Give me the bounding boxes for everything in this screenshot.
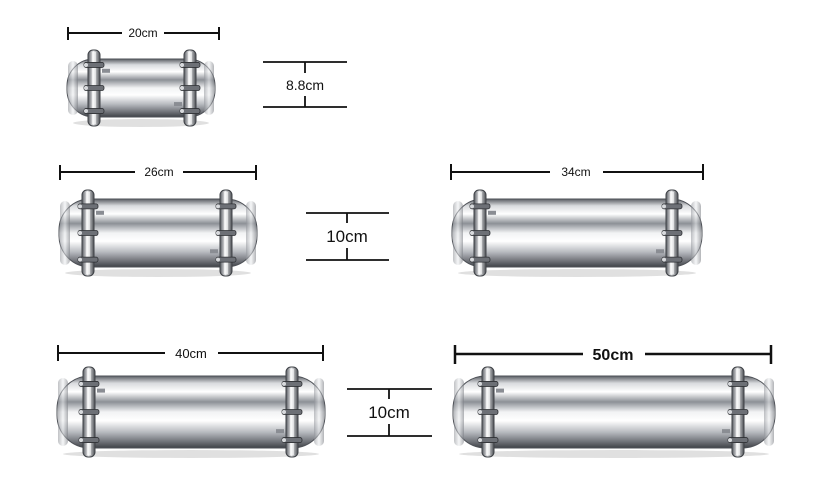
fitting [488,210,496,215]
housing-body [452,375,776,449]
length-dimension-40cm [57,345,324,361]
housing-shadow [65,269,251,277]
diameter-dimension-10cm-row2 [306,212,389,261]
bolt-head [282,381,286,386]
housing-shadow [63,450,319,458]
housing-end-cap [58,378,68,446]
bolt-head [662,204,666,209]
fitting [210,249,218,254]
diameter-label-8-8cm: 8.8cm [286,77,324,93]
bolt-head [728,410,732,414]
housing-end-cap [204,61,214,115]
bolt-head [478,438,482,443]
housing-50cm [452,366,776,458]
bolt-head [180,109,184,114]
bolt-head [180,62,184,67]
housing-end-cap [60,201,70,265]
length-label-50cm: 50cm [593,347,634,364]
housing-end-cap [454,378,464,446]
bolt-head [662,257,666,262]
fitting [102,68,110,73]
bolt-head [728,381,732,386]
length-dimension-34cm [450,164,704,180]
housing-end-cap [691,201,701,265]
bolt-head [216,204,220,209]
bolt-head [216,231,220,235]
fitting [174,102,182,107]
housing-34cm [451,189,703,277]
bolt-head [79,410,83,414]
housing-26cm [58,189,258,277]
housing-shadow [458,269,696,277]
housing-shadow [459,450,769,458]
housing-end-cap [764,378,774,446]
bolt-head [84,62,88,67]
housing-end-cap [453,201,463,265]
housing-end-cap [314,378,324,446]
bolt-head [79,381,83,386]
housing-body [58,198,258,268]
housing-body [451,198,703,268]
bolt-head [180,86,184,90]
length-label-34cm: 34cm [561,165,590,179]
fitting [97,388,105,393]
length-dimension-26cm [59,165,257,180]
bolt-head [470,204,474,209]
length-label-40cm: 40cm [175,346,207,361]
fitting [276,429,284,434]
fitting [722,429,730,434]
housing-20cm [66,49,216,127]
bolt-head [478,410,482,414]
bolt-head [79,438,83,443]
bolt-head [78,231,82,235]
bolt-head [282,438,286,443]
bolt-head [78,257,82,262]
bolt-head [662,231,666,235]
bolt-head [470,231,474,235]
bolt-head [84,109,88,114]
diameter-dimension-8-8cm [263,61,347,108]
length-label-26cm: 26cm [144,165,173,179]
diameter-label-10cm-row2: 10cm [326,227,368,246]
length-label-20cm: 20cm [128,26,157,40]
bolt-head [84,86,88,90]
diameter-dimension-10cm-row3 [347,388,432,437]
housing-body [56,375,326,449]
bolt-head [216,257,220,262]
diameter-label-10cm-row3: 10cm [368,403,410,422]
length-dimension-50cm [453,345,773,364]
bolt-head [728,438,732,443]
housing-shadow [73,119,209,127]
fitting [496,388,504,393]
bolt-head [282,410,286,414]
bolt-head [478,381,482,386]
bolt-head [470,257,474,262]
housing-end-cap [68,61,78,115]
housing-end-cap [246,201,256,265]
fitting [96,210,104,215]
bolt-head [78,204,82,209]
housing-40cm [56,366,326,458]
fitting [656,249,664,254]
length-dimension-20cm [67,27,220,40]
